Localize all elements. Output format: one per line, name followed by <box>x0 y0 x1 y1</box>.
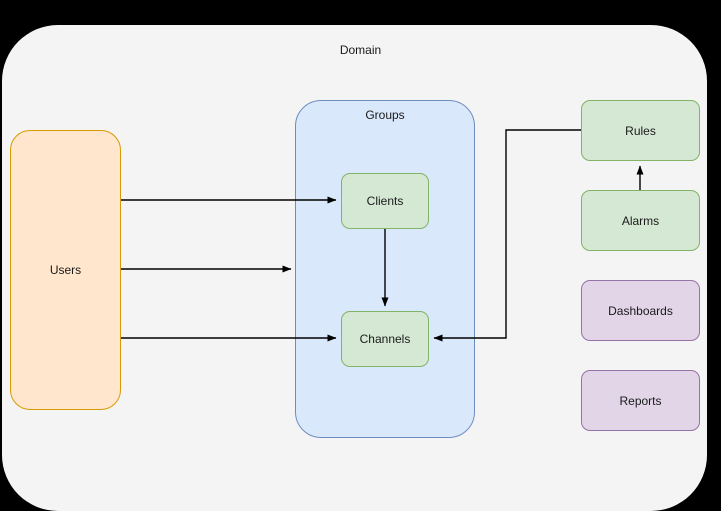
node-reports[interactable]: Reports <box>581 370 700 431</box>
node-reports-label: Reports <box>619 393 662 408</box>
node-clients[interactable]: Clients <box>341 173 429 229</box>
node-alarms[interactable]: Alarms <box>581 190 700 251</box>
node-clients-label: Clients <box>366 194 404 208</box>
node-rules[interactable]: Rules <box>581 100 700 161</box>
groups-label: Groups <box>365 108 405 122</box>
node-users[interactable]: Users <box>10 130 121 410</box>
node-channels[interactable]: Channels <box>341 311 429 367</box>
node-dashboards-label: Dashboards <box>608 303 673 318</box>
node-channels-label: Channels <box>359 332 411 346</box>
domain-label: Domain <box>339 43 382 57</box>
node-users-label: Users <box>49 263 82 277</box>
groups-container[interactable] <box>295 100 475 438</box>
node-dashboards[interactable]: Dashboards <box>581 280 700 341</box>
node-alarms-label: Alarms <box>621 213 660 228</box>
node-rules-label: Rules <box>625 123 656 138</box>
